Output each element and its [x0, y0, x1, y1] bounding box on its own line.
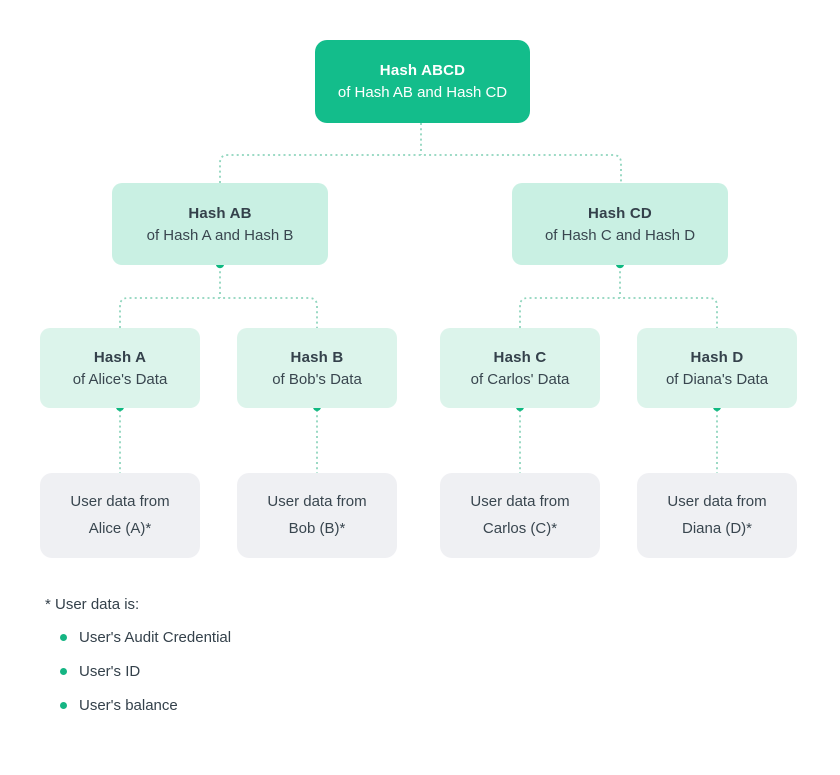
node-title: Hash AB — [188, 204, 252, 222]
leaf-line1: User data from — [667, 493, 767, 511]
node-hash-c: Hash C of Carlos' Data — [440, 328, 600, 408]
node-hash-a: Hash A of Alice's Data — [40, 328, 200, 408]
bullet-icon — [60, 668, 67, 675]
node-user-data-bob: User data from Bob (B)* — [237, 473, 397, 558]
connector-root-split — [219, 154, 622, 183]
bullet-icon — [60, 634, 67, 641]
bullet-icon — [60, 702, 67, 709]
node-subtitle: of Alice's Data — [72, 370, 168, 388]
legend-item-user-id: User's ID — [45, 663, 445, 680]
node-title: Hash CD — [588, 204, 652, 222]
legend-item-user-balance: User's balance — [45, 697, 445, 714]
node-hash-ab: Hash AB of Hash A and Hash B — [112, 183, 328, 265]
legend-item-label: User's Audit Credential — [79, 629, 232, 646]
node-hash-abcd: Hash ABCD of Hash AB and Hash CD — [315, 40, 530, 123]
connector-ab-split — [119, 297, 318, 328]
leaf-line1: User data from — [470, 493, 570, 511]
leaf-line1: User data from — [70, 493, 170, 511]
leaf-line2: Diana (D)* — [681, 520, 753, 537]
leaf-line2: Alice (A)* — [88, 520, 152, 537]
node-user-data-carlos: User data from Carlos (C)* — [440, 473, 600, 558]
node-title: Hash B — [290, 348, 344, 366]
node-title: Hash D — [690, 348, 744, 366]
legend-item-label: User's balance — [79, 697, 178, 714]
footnote-legend: * User data is: User's Audit Credential … — [45, 596, 445, 731]
node-title: Hash ABCD — [379, 62, 466, 79]
legend-item-audit-credential: User's Audit Credential — [45, 629, 445, 646]
node-subtitle: of Bob's Data — [272, 370, 362, 388]
node-subtitle: of Diana's Data — [665, 370, 769, 388]
node-subtitle: of Carlos' Data — [470, 370, 570, 388]
node-subtitle: of Hash AB and Hash CD — [337, 84, 508, 101]
node-title: Hash A — [93, 348, 147, 366]
node-user-data-diana: User data from Diana (D)* — [637, 473, 797, 558]
legend-heading: * User data is: — [45, 596, 140, 613]
connector-cd-split — [519, 297, 718, 328]
node-subtitle: of Hash A and Hash B — [146, 226, 294, 244]
leaf-line2: Bob (B)* — [288, 520, 346, 537]
leaf-line1: User data from — [267, 493, 367, 511]
node-hash-d: Hash D of Diana's Data — [637, 328, 797, 408]
leaf-line2: Carlos (C)* — [482, 520, 558, 537]
legend-item-label: User's ID — [79, 663, 141, 680]
node-hash-cd: Hash CD of Hash C and Hash D — [512, 183, 728, 265]
node-hash-b: Hash B of Bob's Data — [237, 328, 397, 408]
node-user-data-alice: User data from Alice (A)* — [40, 473, 200, 558]
node-subtitle: of Hash C and Hash D — [544, 226, 696, 244]
node-title: Hash C — [493, 348, 547, 366]
